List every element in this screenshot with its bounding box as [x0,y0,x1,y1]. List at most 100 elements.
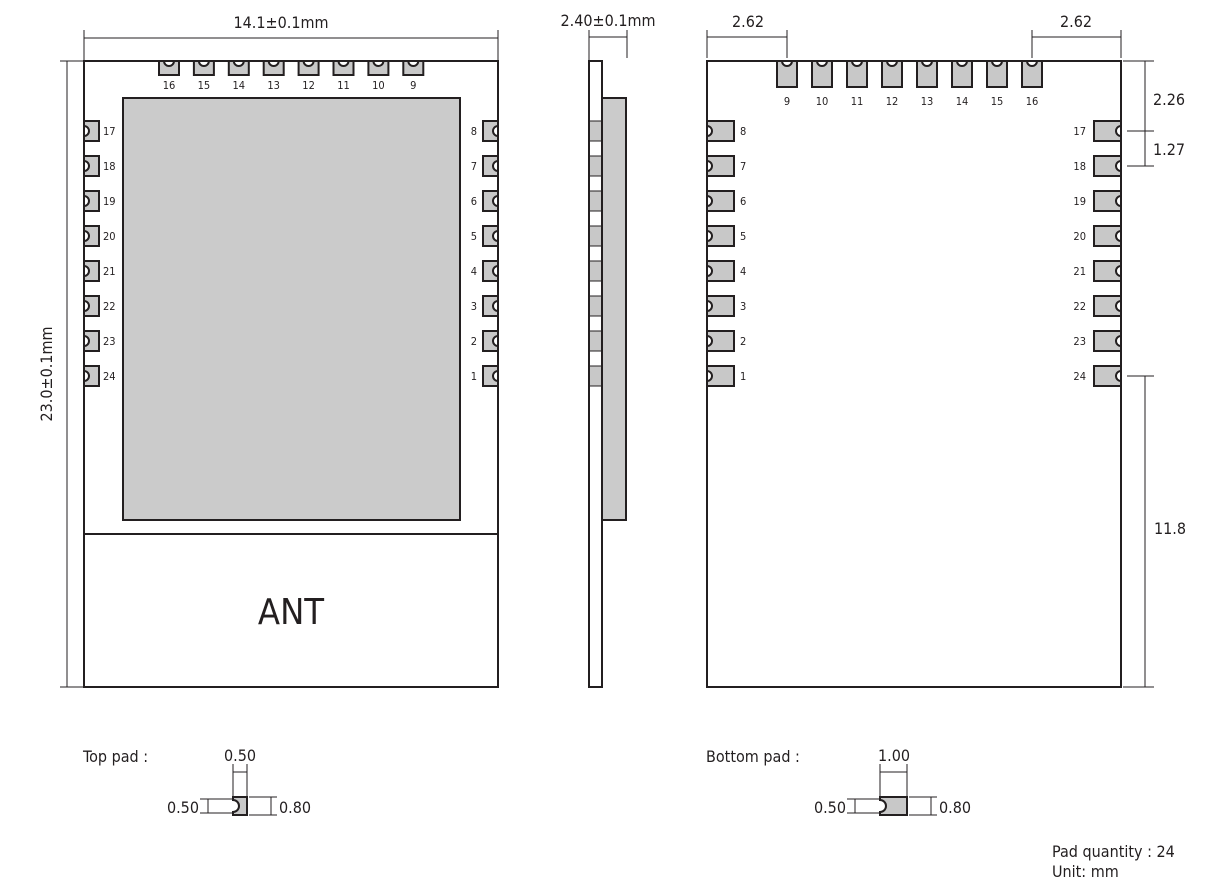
side-view-pad [588,190,603,212]
bottom-view-pad-6 [706,190,735,212]
top-pad-height-label: 0.80 [279,798,311,817]
top-view-pad-label-10: 10 [372,79,385,92]
bottom-view-pad-label-8: 8 [740,125,746,138]
bv-top-left-dim-label: 2.62 [732,12,764,31]
top-view-pad-label-16: 16 [163,79,176,92]
top-view-pad-15 [192,60,215,76]
side-view-pad [588,120,603,142]
bottom-view-pad-23 [1093,330,1122,352]
bottom-view-pad-24 [1093,365,1122,387]
side-view [588,30,628,688]
bottom-view-pad-14 [951,60,973,88]
top-view-pad-12 [297,60,320,76]
top-view-pad-label-20: 20 [103,230,116,243]
bottom-view-pad-2 [706,330,735,352]
top-pad-detail-shape [232,796,248,816]
top-view-pad-10 [367,60,390,76]
side-view-pad [588,260,603,282]
bottom-pad-detail [847,764,937,816]
top-view-pad-3 [482,295,499,317]
top-view-pad-13 [262,60,285,76]
top-view-pad-22 [83,295,100,317]
bottom-pad-length-label: 0.50 [814,798,846,817]
bottom-view-pad-12 [881,60,903,88]
bottom-view-pad-19 [1093,190,1122,212]
top-view-pad-21 [83,260,100,282]
top-view-pad-label-4: 4 [471,265,477,278]
top-pad-detail [200,764,277,816]
bv-right-dim-top-label: 2.26 [1153,90,1185,109]
bottom-view-pad-7 [706,155,735,177]
top-view-pad-label-2: 2 [471,335,477,348]
bottom-view-pad-label-3: 3 [740,300,746,313]
bottom-view-pad-13 [916,60,938,88]
bottom-view-pad-1 [706,365,735,387]
bv-right-dim-bottom-label: 11.8 [1154,519,1186,538]
top-view-pad-label-21: 21 [103,265,116,278]
side-view-thickness-dim-label: 2.40±0.1mm [560,11,655,30]
bottom-view-pad-label-10: 10 [816,95,829,108]
top-pad-title: Top pad : [82,747,148,766]
top-view-pad-label-11: 11 [337,79,350,92]
bottom-view-pad-label-2: 2 [740,335,746,348]
unit-note: Unit: mm [1052,862,1119,881]
bottom-view-pad-15 [986,60,1008,88]
bottom-view-pad-5 [706,225,735,247]
bottom-view-pad-label-1: 1 [740,370,746,383]
top-view-pad-label-17: 17 [103,125,116,138]
top-view-pad-label-23: 23 [103,335,116,348]
bottom-view-pad-21 [1093,260,1122,282]
bottom-view-pad-label-23: 23 [1073,335,1086,348]
top-view-pad-label-19: 19 [103,195,116,208]
top-view-pad-6 [482,190,499,212]
bv-right-dim-pitch-label: 1.27 [1153,140,1185,159]
top-view-pad-label-24: 24 [103,370,116,383]
top-view-pad-label-9: 9 [410,79,416,92]
top-pad-width-label: 0.50 [224,746,256,765]
top-view-pad-label-13: 13 [267,79,280,92]
bottom-view-pad-22 [1093,295,1122,317]
top-view-pad-label-7: 7 [471,160,477,173]
antenna-label: ANT [258,592,324,633]
bottom-view-pad-label-15: 15 [991,95,1004,108]
bottom-view-pad-label-22: 22 [1073,300,1086,313]
bottom-view-pad-label-13: 13 [921,95,934,108]
bottom-view-pad-label-24: 24 [1073,370,1086,383]
top-view-pad-label-3: 3 [471,300,477,313]
top-view-pad-1 [482,365,499,387]
top-view-pad-label-1: 1 [471,370,477,383]
top-view-pad-18 [83,155,100,177]
top-view-pad-8 [482,120,499,142]
bottom-view-pad-label-5: 5 [740,230,746,243]
bottom-view-pad-17 [1093,120,1122,142]
top-view [60,30,499,688]
bottom-view-pad-label-20: 20 [1073,230,1086,243]
bottom-view-pad-label-6: 6 [740,195,746,208]
top-view-pad-4 [482,260,499,282]
bottom-view-pad-label-4: 4 [740,265,746,278]
top-view-pad-label-5: 5 [471,230,477,243]
bottom-view-pad-11 [846,60,868,88]
top-view-pad-2 [482,330,499,352]
top-view-pad-11 [332,60,355,76]
bottom-view-pad-label-21: 21 [1073,265,1086,278]
bottom-view-pad-label-19: 19 [1073,195,1086,208]
top-view-pad-20 [83,225,100,247]
bottom-view-pad-16 [1021,60,1043,88]
bottom-view-pad-label-12: 12 [886,95,899,108]
pad-quantity-note: Pad quantity : 24 [1052,842,1175,861]
top-view-pad-label-8: 8 [471,125,477,138]
top-view-pad-label-6: 6 [471,195,477,208]
top-view-pad-label-14: 14 [233,79,246,92]
top-view-pad-9 [402,60,425,76]
bottom-view-module-outline [706,60,1122,688]
bottom-view-pad-label-9: 9 [784,95,790,108]
bottom-view-pad-label-11: 11 [851,95,864,108]
top-pad-length-label: 0.50 [167,798,199,817]
bottom-view-pad-8 [706,120,735,142]
top-view-height-dim-label: 23.0±0.1mm [37,326,56,421]
bottom-view [706,30,1154,688]
bottom-view-pad-4 [706,260,735,282]
